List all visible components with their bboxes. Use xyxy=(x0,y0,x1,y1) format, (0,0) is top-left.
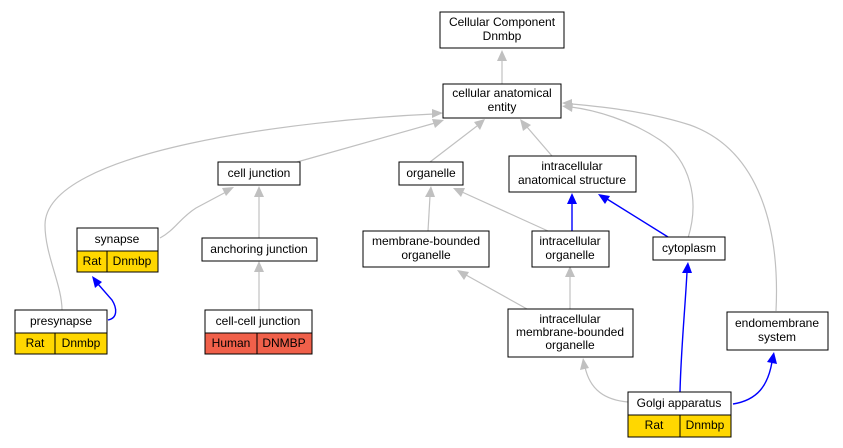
node-golgi-apparatus[interactable]: Golgi apparatus Rat Dnmbp xyxy=(627,391,732,438)
edge-organelle-to-entity xyxy=(429,125,478,163)
edge-cytoplasm-to-ias xyxy=(606,198,669,238)
node-label: Dnmbp xyxy=(483,29,522,43)
edge-arrowhead xyxy=(425,186,435,197)
species-badge: Rat Dnmbp xyxy=(14,332,108,355)
node-label: organelle xyxy=(406,166,456,180)
edge-io-to-organelle xyxy=(461,191,549,232)
node-endomembrane-system[interactable]: endomembrane system xyxy=(726,311,829,351)
node-label: membrane-bounded xyxy=(516,325,624,339)
node-label: intracellular xyxy=(539,312,600,326)
node-label: membrane-bounded xyxy=(372,234,480,248)
species-badge: Rat Dnmbp xyxy=(76,250,159,273)
edge-mbo-to-organelle xyxy=(427,195,431,232)
node-label: system xyxy=(758,330,796,344)
node-presynapse[interactable]: presynapse Rat Dnmbp xyxy=(14,309,108,355)
edge-arrowhead xyxy=(432,109,443,118)
node-label: presynapse xyxy=(30,314,92,328)
edge-arrowhead xyxy=(562,99,572,108)
node-label: entity xyxy=(488,100,517,114)
edge-arrowhead xyxy=(598,194,610,204)
edge-arrowhead xyxy=(222,187,234,196)
node-label: anchoring junction xyxy=(210,242,307,256)
edge-endomembrane-to-entity xyxy=(571,103,778,312)
node-label: organelle xyxy=(401,248,451,262)
node-intracellular-anatomical-structure[interactable]: intracellular anatomical structure xyxy=(508,155,637,193)
badge-gene: Dnmbp xyxy=(686,418,725,432)
node-label: cell junction xyxy=(228,166,291,180)
node-label: cell-cell junction xyxy=(216,314,301,328)
species-badge: Human DNMBP xyxy=(204,332,313,355)
species-badge: Rat Dnmbp xyxy=(627,414,732,438)
node-cell-cell-junction[interactable]: cell-cell junction Human DNMBP xyxy=(204,309,313,355)
edge-arrowhead xyxy=(497,50,507,61)
edge-synapse-to-cell-junction xyxy=(159,191,227,239)
edge-ias-to-entity xyxy=(526,126,553,157)
edge-golgi-to-endomembrane xyxy=(732,361,773,405)
edge-arrowhead xyxy=(767,352,777,364)
badge-species: Rat xyxy=(645,418,664,432)
edge-imbo-to-mbo xyxy=(465,274,528,310)
edge-arrowhead xyxy=(565,266,575,277)
badge-gene-cell xyxy=(679,414,732,438)
edge-arrowhead xyxy=(92,276,102,288)
node-synapse[interactable]: synapse Rat Dnmbp xyxy=(76,227,159,273)
node-label: Golgi apparatus xyxy=(637,396,722,410)
node-label: organelle xyxy=(545,338,595,352)
edge-arrowhead xyxy=(457,270,469,280)
node-cellular-component[interactable]: Cellular Component Dnmbp xyxy=(439,11,565,49)
badge-species: Rat xyxy=(26,336,45,350)
node-label: Cellular Component xyxy=(449,15,556,29)
node-organelle[interactable]: organelle xyxy=(398,161,464,186)
badge-gene-cell xyxy=(54,332,108,355)
edge-cytoplasm-to-entity xyxy=(570,106,694,239)
node-intracellular-organelle[interactable]: intracellular organelle xyxy=(531,230,610,268)
node-cytoplasm[interactable]: cytoplasm xyxy=(652,236,726,261)
badge-gene: DNMBP xyxy=(262,336,305,350)
edge-cell-junction-to-entity xyxy=(296,122,436,163)
edge-golgi-to-imbo xyxy=(584,366,629,403)
edge-presynapse-to-entity xyxy=(44,113,435,311)
badge-species: Human xyxy=(212,336,251,350)
badge-gene-cell xyxy=(256,332,313,355)
node-label: organelle xyxy=(545,248,595,262)
node-intracellular-membrane-bounded-organelle[interactable]: intracellular membrane-bounded organelle xyxy=(507,308,634,358)
node-label: endomembrane xyxy=(735,316,819,330)
badge-species: Rat xyxy=(83,254,102,268)
node-anchoring-junction[interactable]: anchoring junction xyxy=(201,237,318,262)
node-cellular-anatomical-entity[interactable]: cellular anatomical entity xyxy=(442,83,562,119)
edge-arrowhead xyxy=(453,188,465,197)
edge-presynapse-to-synapse xyxy=(97,283,117,321)
edge-arrowhead xyxy=(567,193,577,204)
edge-golgi-to-cytoplasm xyxy=(679,271,688,393)
node-cell-junction[interactable]: cell junction xyxy=(217,161,301,186)
node-label: synapse xyxy=(95,232,140,246)
node-membrane-bounded-organelle[interactable]: membrane-bounded organelle xyxy=(362,230,490,268)
node-label: intracellular xyxy=(539,234,600,248)
edge-arrowhead xyxy=(254,261,264,272)
edge-arrowhead xyxy=(254,186,264,197)
badge-gene: Dnmbp xyxy=(113,254,152,268)
badge-gene: Dnmbp xyxy=(62,336,101,350)
edge-arrowhead xyxy=(520,119,531,131)
edge-arrowhead xyxy=(682,262,692,273)
node-label: cellular anatomical xyxy=(452,86,551,100)
badge-gene-cell xyxy=(106,250,159,273)
edge-arrowhead xyxy=(432,119,444,128)
node-label: anatomical structure xyxy=(518,173,626,187)
edge-arrowhead xyxy=(580,358,589,370)
node-label: cytoplasm xyxy=(662,241,716,255)
edge-arrowhead xyxy=(474,119,485,130)
node-label: intracellular xyxy=(541,159,602,173)
